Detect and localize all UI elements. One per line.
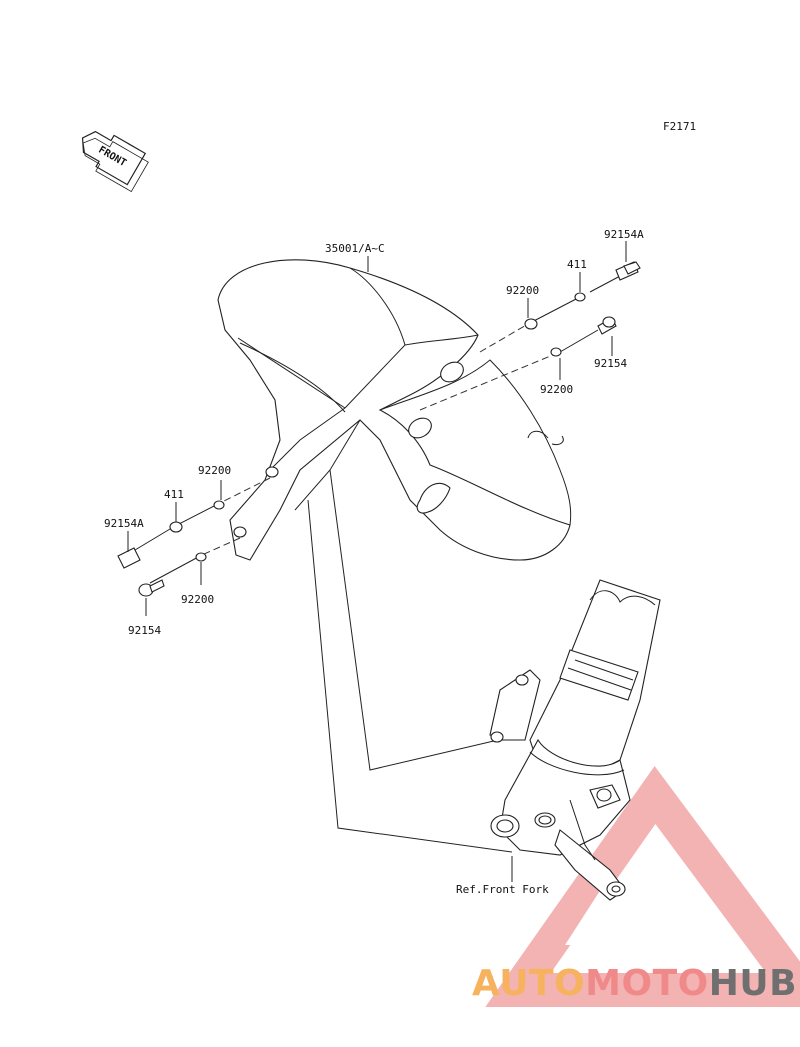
watermark-part-3: HUB [708,963,798,1004]
bolt-92154-right [597,316,617,335]
watermark-part-1: AUTO [472,963,586,1004]
label-92200-right-upper: 92200 [506,284,539,297]
label-92154-right: 92154 [594,357,627,370]
washer-92200-left-upper [213,500,225,510]
watermark-logo-text: AUTOMOTOHUB [472,963,797,1004]
bolt-92154A-right [615,261,641,281]
label-411-right: 411 [567,258,587,271]
label-92200-right-lower: 92200 [540,383,573,396]
bolt-92154A-left [117,547,141,569]
label-411-left: 411 [164,488,184,501]
fork-reference-outline [307,469,513,853]
washer-411-right [574,292,586,302]
watermark-part-2: MOTO [585,963,709,1004]
front-fork-assembly [489,579,661,901]
figure-code: F2171 [663,120,696,133]
bolt-92154-left [138,579,165,597]
label-92154A-left: 92154A [104,517,144,530]
label-92200-left-lower: 92200 [181,593,214,606]
label-92154-left: 92154 [128,624,161,637]
label-92154A-right: 92154A [604,228,644,241]
washer-411-left [169,521,183,533]
front-direction-arrow: FRONT [81,130,149,193]
front-fender-35001 [217,259,572,561]
washer-92200-right-lower [550,347,562,357]
label-92200-left-upper: 92200 [198,464,231,477]
label-leaders [127,241,627,882]
washer-92200-left-lower [195,552,207,562]
label-ref-front-fork: Ref.Front Fork [456,883,549,896]
label-35001: 35001/A~C [325,242,385,255]
washer-92200-right-upper [524,318,538,330]
watermark-logo-triangle [485,765,800,1007]
